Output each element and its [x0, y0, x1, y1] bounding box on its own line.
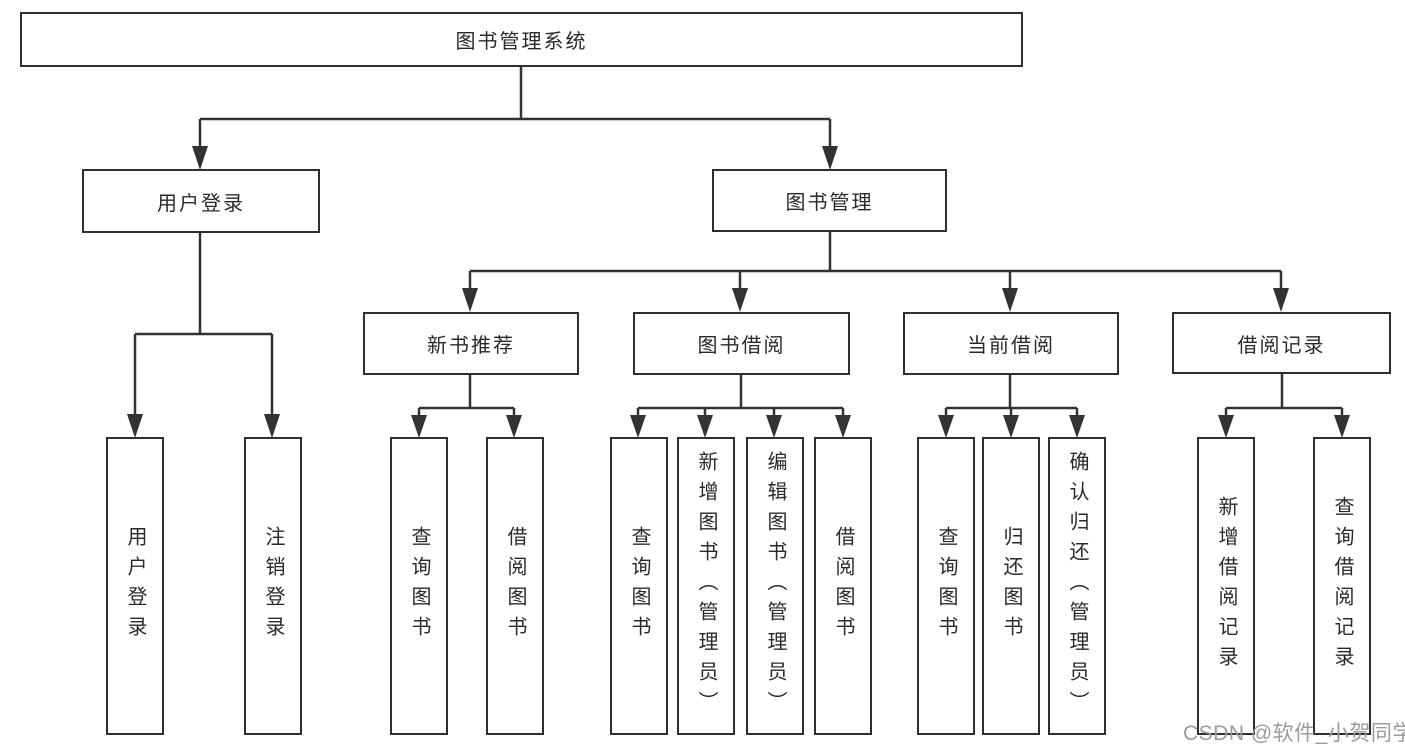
leaf-query-books-recommend-label: 查询图书 — [408, 526, 430, 646]
leaf-query-books-borrow: 查询图书 — [610, 437, 668, 735]
node-new-book-recommend-label: 新书推荐 — [427, 335, 515, 357]
leaf-return-books: 归还图书 — [982, 437, 1040, 735]
node-user-login: 用户登录 — [82, 169, 320, 233]
leaf-edit-book-admin: 编辑图书（管理员） — [746, 437, 804, 735]
leaf-borrow-books: 借阅图书 — [814, 437, 872, 735]
node-book-management: 图书管理 — [712, 169, 947, 232]
leaf-user-login: 用户登录 — [106, 437, 164, 735]
leaf-query-books-recommend: 查询图书 — [390, 437, 448, 735]
node-current-borrow: 当前借阅 — [903, 312, 1119, 375]
leaf-query-borrow-record: 查询借阅记录 — [1313, 437, 1371, 735]
node-borrow-records: 借阅记录 — [1172, 312, 1391, 374]
leaf-add-book-admin: 新增图书（管理员） — [677, 437, 735, 735]
leaf-borrow-books-recommend: 借阅图书 — [486, 437, 544, 735]
leaf-return-books-label: 归还图书 — [1000, 526, 1022, 646]
leaf-borrow-books-recommend-label: 借阅图书 — [504, 526, 526, 646]
node-current-borrow-label: 当前借阅 — [967, 335, 1055, 357]
leaf-borrow-books-label: 借阅图书 — [832, 526, 854, 646]
leaf-query-books-current-label: 查询图书 — [935, 526, 957, 646]
leaf-query-borrow-record-label: 查询借阅记录 — [1331, 496, 1353, 676]
node-new-book-recommend: 新书推荐 — [363, 312, 579, 375]
node-borrow-records-label: 借阅记录 — [1237, 334, 1326, 357]
node-book-borrow-label: 图书借阅 — [697, 335, 786, 357]
leaf-confirm-return-admin: 确认归还（管理员） — [1048, 437, 1106, 735]
leaf-user-login-label: 用户登录 — [124, 526, 146, 646]
leaf-add-book-admin-label: 新增图书（管理员） — [695, 451, 717, 721]
node-root-label: 图书管理系统 — [455, 31, 588, 53]
node-user-login-label: 用户登录 — [157, 192, 245, 215]
node-book-borrow: 图书借阅 — [633, 312, 850, 375]
leaf-add-borrow-record: 新增借阅记录 — [1197, 437, 1255, 735]
leaf-confirm-return-admin-label: 确认归还（管理员） — [1066, 451, 1088, 721]
leaf-add-borrow-record-label: 新增借阅记录 — [1215, 496, 1237, 676]
leaf-query-books-borrow-label: 查询图书 — [628, 526, 650, 646]
leaf-edit-book-admin-label: 编辑图书（管理员） — [764, 451, 786, 721]
csdn-watermark: CSDN @软件_小贺同学 — [1183, 722, 1405, 745]
leaf-logout-label: 注销登录 — [262, 526, 284, 646]
node-root-system: 图书管理系统 — [20, 12, 1023, 67]
leaf-logout: 注销登录 — [244, 437, 302, 735]
leaf-query-books-current: 查询图书 — [917, 437, 975, 735]
node-book-management-label: 图书管理 — [785, 192, 874, 214]
